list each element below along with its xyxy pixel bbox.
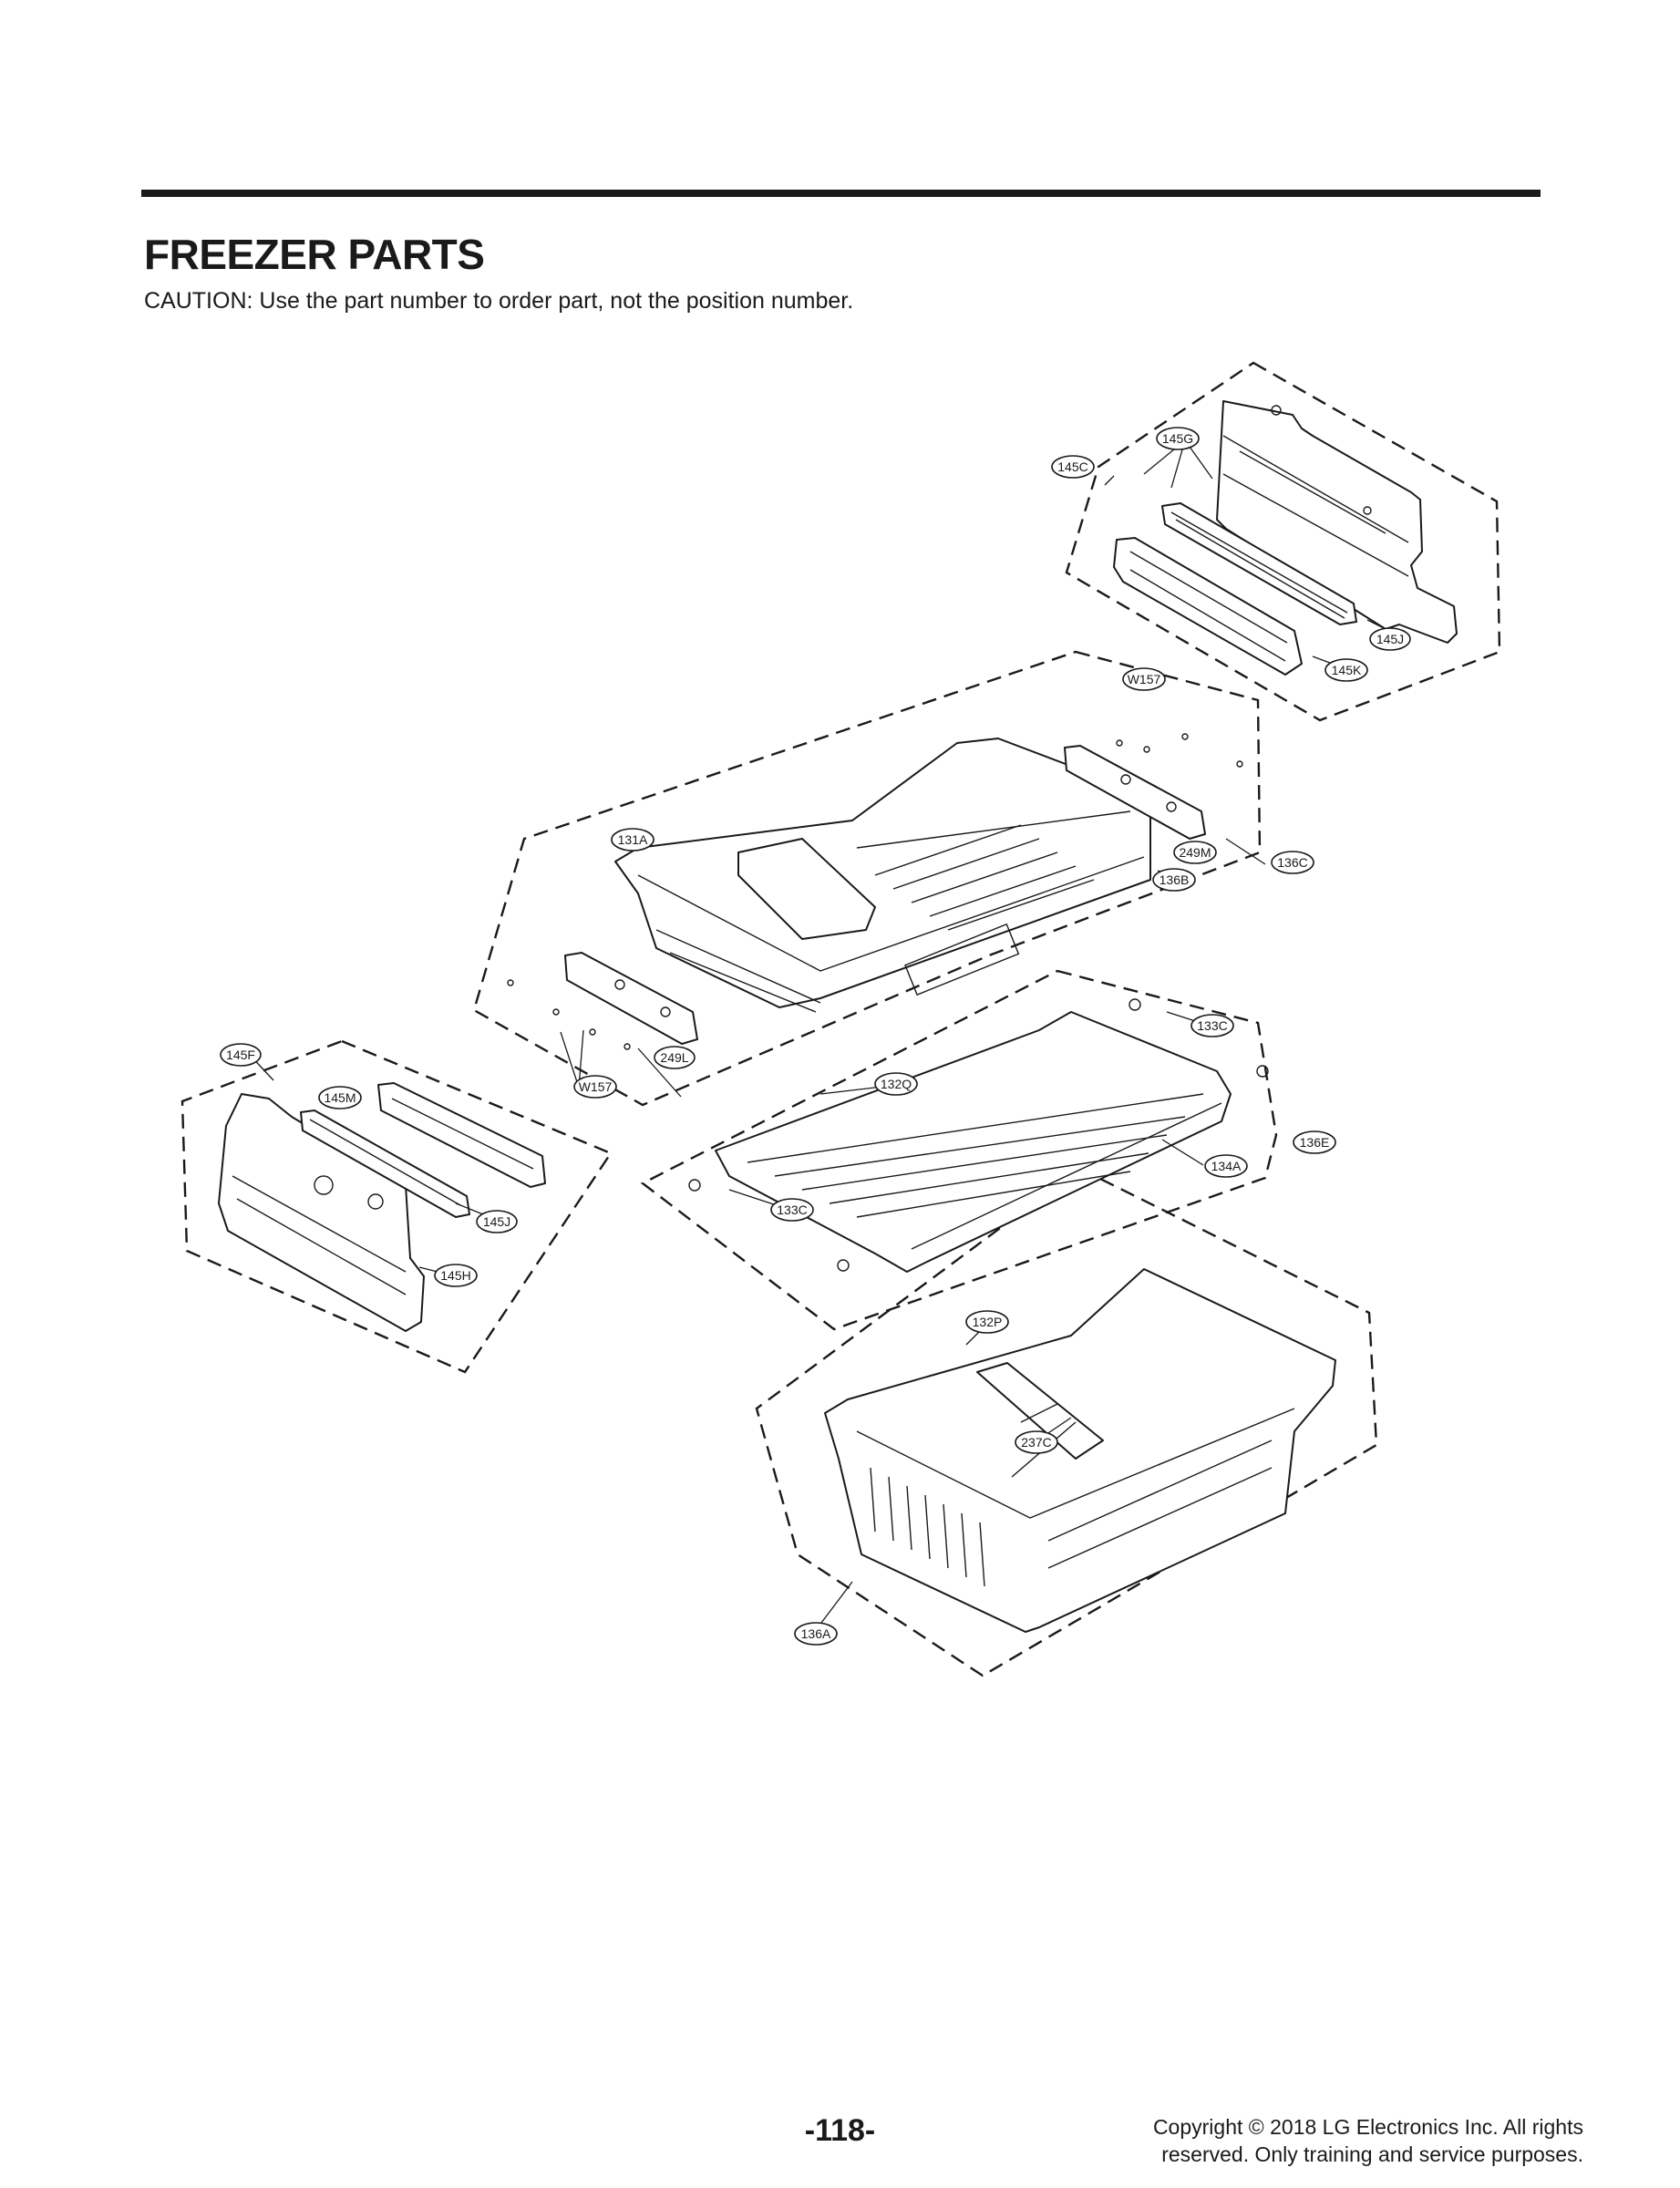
- svg-text:133C: 133C: [777, 1202, 807, 1217]
- callout-w157-lower: W157: [573, 1075, 617, 1099]
- svg-text:133C: 133C: [1197, 1018, 1227, 1033]
- callout-136b: 136B: [1152, 868, 1196, 892]
- callout-136c: 136C: [1271, 851, 1314, 874]
- callout-249m: 249M: [1173, 841, 1217, 864]
- svg-text:132P: 132P: [973, 1315, 1003, 1329]
- rail-cover-left: [377, 1082, 546, 1188]
- svg-text:145G: 145G: [1162, 431, 1193, 446]
- callout-145k: 145K: [1324, 658, 1368, 682]
- svg-text:132Q: 132Q: [881, 1077, 912, 1091]
- svg-text:145J: 145J: [1376, 632, 1404, 646]
- svg-text:W157: W157: [1128, 672, 1161, 686]
- callout-132p: 132P: [965, 1310, 1009, 1334]
- svg-text:145M: 145M: [324, 1090, 356, 1105]
- group-outline-lower-basket: [755, 1167, 1378, 1677]
- rail-bracket-left-lower: [218, 1093, 425, 1332]
- callout-w157-upper: W157: [1122, 667, 1166, 691]
- group-outline-left-rail: [180, 1039, 613, 1374]
- svg-text:249L: 249L: [660, 1050, 688, 1065]
- callout-145m: 145M: [318, 1086, 362, 1109]
- callout-145h: 145H: [434, 1264, 478, 1287]
- callout-145j-lower: 145J: [476, 1210, 518, 1233]
- svg-text:136B: 136B: [1160, 872, 1190, 887]
- caution-note: CAUTION: Use the part number to order pa…: [144, 288, 854, 314]
- svg-text:134A: 134A: [1211, 1159, 1242, 1173]
- page-title: FREEZER PARTS: [144, 231, 485, 278]
- svg-text:136A: 136A: [801, 1626, 831, 1641]
- svg-text:136E: 136E: [1300, 1135, 1330, 1150]
- copyright-line-1: Copyright © 2018 LG Electronics Inc. All…: [1152, 2115, 1583, 2139]
- rail-bracket-right-upper-drawer: [1064, 745, 1206, 840]
- slide-rail-upper: [1161, 502, 1357, 625]
- svg-text:249M: 249M: [1179, 845, 1211, 860]
- callout-136e: 136E: [1293, 1130, 1336, 1154]
- callout-134a: 134A: [1204, 1154, 1248, 1178]
- svg-text:145K: 145K: [1332, 663, 1362, 677]
- slide-rail-left: [300, 1109, 470, 1218]
- copyright-line-2: reserved. Only training and service purp…: [1161, 2142, 1583, 2166]
- group-outline-upper-rail: [1065, 361, 1501, 722]
- callout-133c-lower: 133C: [770, 1198, 814, 1222]
- svg-text:131A: 131A: [618, 832, 648, 847]
- svg-text:145H: 145H: [440, 1268, 470, 1283]
- middle-tray: [715, 1011, 1232, 1273]
- callout-145j-upper: 145J: [1369, 627, 1411, 651]
- callout-131a: 131A: [611, 828, 654, 851]
- rail-bracket-left-upper-drawer: [564, 952, 698, 1045]
- screws-w157: [507, 733, 1243, 1050]
- svg-text:W157: W157: [579, 1079, 613, 1094]
- lower-basket: [824, 1268, 1336, 1633]
- callout-132q: 132Q: [874, 1072, 918, 1096]
- group-outline-upper-drawer: [472, 650, 1262, 1107]
- callout-145g: 145G: [1156, 427, 1200, 450]
- rail-bracket-upper-right: [1216, 400, 1458, 644]
- callout-136a: 136A: [794, 1622, 838, 1646]
- svg-text:237C: 237C: [1021, 1435, 1051, 1450]
- group-outline-middle-tray: [640, 969, 1278, 1331]
- callout-237c: 237C: [1015, 1430, 1058, 1454]
- upper-drawer-bin: [614, 738, 1151, 1013]
- tray-fasteners-133c: [688, 998, 1269, 1272]
- svg-text:145F: 145F: [226, 1048, 255, 1062]
- callout-145c: 145C: [1051, 455, 1095, 479]
- callout-249l: 249L: [654, 1046, 696, 1069]
- header-rule: [141, 190, 1541, 197]
- rail-cover-upper: [1113, 537, 1303, 676]
- svg-text:136C: 136C: [1277, 855, 1307, 870]
- svg-text:145J: 145J: [483, 1214, 510, 1229]
- callout-145f: 145F: [220, 1043, 262, 1067]
- svg-text:145C: 145C: [1057, 459, 1087, 474]
- callout-133c-upper: 133C: [1190, 1014, 1234, 1037]
- copyright-notice: Copyright © 2018 LG Electronics Inc. All…: [1036, 2113, 1583, 2168]
- page-number: -118-: [804, 2113, 876, 2148]
